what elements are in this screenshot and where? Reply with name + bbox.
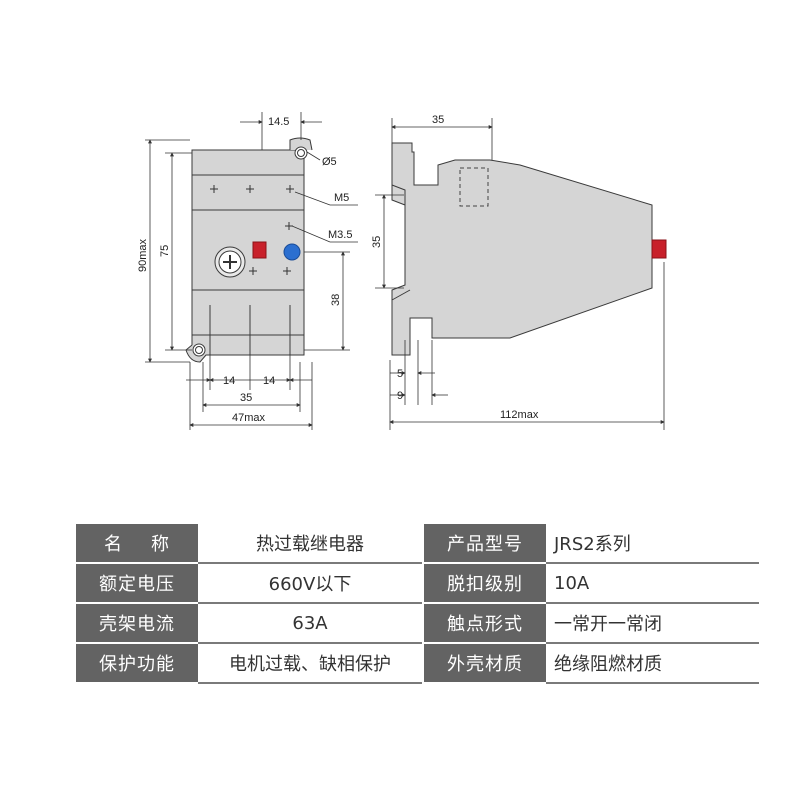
spec-label-voltage: 额定电压 [76,564,198,604]
dim-top-offset: 14.5 [268,116,289,128]
dim-screw-mid: M3.5 [328,229,352,241]
spec-label-protection: 保护功能 [76,644,198,684]
aux-terminal-screw [285,222,293,230]
spec-value-voltage: 660V以下 [198,564,422,604]
dim-depth-small: 5 [397,368,403,380]
spec-gap [422,564,424,604]
front-view [185,137,313,363]
spec-value-protection: 电机过载、缺相保护 [198,644,422,684]
red-reset-button [252,241,267,259]
spec-value-name: 热过载继电器 [198,524,422,564]
dimension-drawing: 14.5 Ø5 M5 M3.5 90max 75 38 14 14 35 47m… [137,112,667,430]
dim-rail-top: 35 [432,114,444,126]
spec-value-contact-type: 一常开一常闭 [546,604,759,644]
dim-screw-top: M5 [334,192,349,204]
spec-gap [422,604,424,644]
dim-pitch-right: 14 [263,375,275,387]
dim-lower-height: 38 [330,294,342,306]
side-dim-labels: 35 35 5 9 112max [371,114,539,421]
dim-height-max: 90max [137,238,149,272]
spec-label-name: 名 称 [76,524,198,564]
dim-mount-width: 35 [240,392,252,404]
dim-height-inner: 75 [159,245,171,257]
side-body [391,142,653,356]
spec-table: 名 称 热过载继电器 产品型号 JRS2系列 额定电压 660V以下 脱扣级别 … [76,524,759,684]
front-dim-labels: 14.5 Ø5 M5 M3.5 90max 75 38 14 14 35 47m… [137,116,352,424]
dim-width-max: 47max [232,412,266,424]
spec-label-name-part1: 名 [104,534,123,555]
side-view [391,142,667,356]
side-dimensions [375,118,665,430]
spec-label-trip-class: 脱扣级别 [424,564,546,604]
top-mount-ear [289,137,313,151]
dim-hole-dia: Ø5 [322,156,337,168]
spec-label-housing: 外壳材质 [424,644,546,684]
side-red-button [651,239,667,259]
spec-label-frame-current: 壳架电流 [76,604,198,644]
dim-depth-mid: 9 [397,390,403,402]
spec-value-housing: 绝缘阻燃材质 [546,644,759,684]
top-terminal-screws [210,185,294,193]
spec-value-model: JRS2系列 [546,524,759,564]
hidden-feature [459,167,489,207]
spec-gap [422,524,424,564]
dim-rail-height: 35 [371,236,383,248]
spec-value-trip-class: 10A [546,564,759,604]
blue-test-button [283,243,301,261]
spec-gap [422,644,424,684]
spec-label-name-part2: 称 [151,534,170,555]
dim-pitch-left: 14 [223,375,235,387]
front-dimensions [145,112,358,430]
spec-value-frame-current: 63A [198,604,422,644]
spec-label-model: 产品型号 [424,524,546,564]
dim-depth-max: 112max [500,409,539,421]
spec-label-contact-type: 触点形式 [424,604,546,644]
